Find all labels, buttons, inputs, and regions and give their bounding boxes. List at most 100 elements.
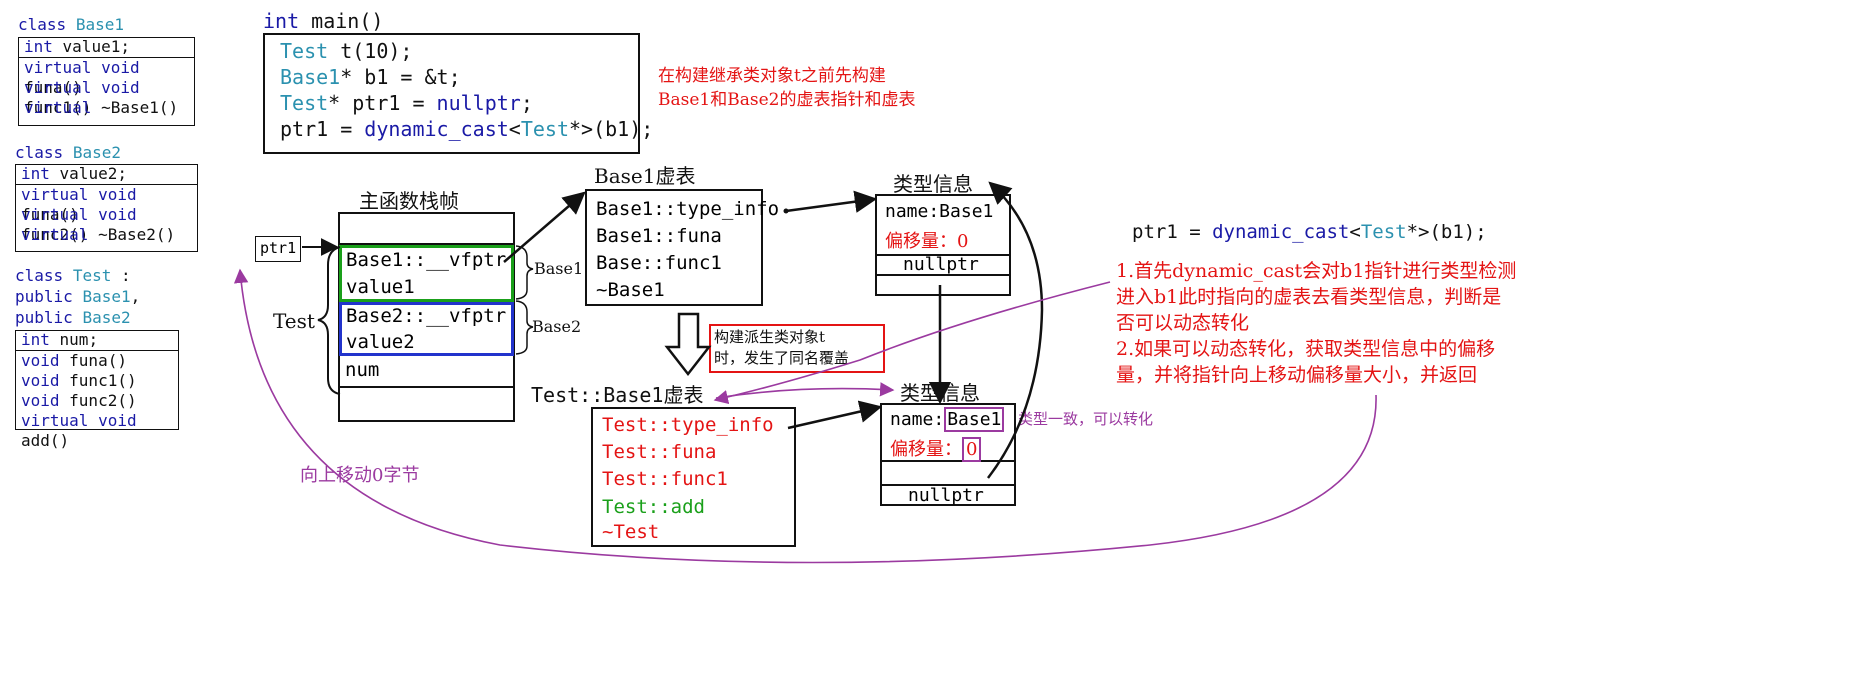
vtable-entry: ~Base1 <box>596 279 665 301</box>
typeinfo-purple-arrow <box>715 382 895 399</box>
main-signature: int main() <box>263 9 383 33</box>
code-type: Test <box>280 39 329 63</box>
member-text: value2; <box>49 164 127 183</box>
construction-note: 在构建继承类对象t之前先构建 Base1和Base2的虚表指针和虚表 <box>658 64 915 112</box>
num-cell: num <box>340 356 513 388</box>
stack-cell-text: Base2::__vfptr <box>346 305 507 327</box>
class-colon: : <box>111 266 131 285</box>
typeinfo-offset: 偏移量：0 <box>885 231 969 252</box>
explanation-line: 进入b1此时指向的虚表去看类型信息，判断是 <box>1116 286 1502 308</box>
typeinfo1-box: name:Base1 偏移量：0 nullptr <box>875 194 1011 296</box>
member-text: funa() <box>24 78 82 97</box>
member-keyword: virtual <box>21 225 89 244</box>
member-keyword: int <box>21 164 50 183</box>
note-line: Base1和Base2的虚表指针和虚表 <box>658 90 916 110</box>
class-name: Base1 <box>75 15 124 34</box>
code-text: ptr1 = <box>1132 221 1213 243</box>
inherit-keyword: public <box>15 308 73 327</box>
ptr1-box: ptr1 <box>255 236 301 262</box>
class-name: Base2 <box>72 143 121 162</box>
class-member: virtual ~Base1() <box>19 98 194 118</box>
derive-note-line: 时，发生了同名覆盖 <box>714 349 850 367</box>
class-member: void func2() <box>16 391 178 411</box>
typeinfo-name-prefix: name: <box>890 409 945 430</box>
typeinfo1-main: name:Base1 偏移量：0 <box>877 196 1009 256</box>
vtable-entry: Test::funa <box>602 441 717 463</box>
class-base1-header: class Base1 <box>18 15 124 34</box>
construct-hollow-arrow <box>664 312 712 377</box>
member-keyword: virtual void <box>24 78 140 97</box>
typeinfo-back-arrow <box>987 181 1044 479</box>
code-type: Test <box>1360 221 1407 243</box>
class-member: void funa() <box>16 351 178 371</box>
vtable-entry: Test::func1 <box>602 468 728 490</box>
code-keyword: nullptr <box>436 91 521 115</box>
vtable-entry: Test::add <box>602 496 705 518</box>
member-text: num; <box>49 330 99 349</box>
base1-brace-label: Base1 <box>534 259 584 278</box>
class-test-box: int num; void funa() void func1() void f… <box>15 330 179 450</box>
explanation-line: 否可以动态转化 <box>1116 312 1250 334</box>
base-name: Base2 <box>82 308 131 327</box>
code-type: Base1 <box>280 65 341 89</box>
match-note: 类型一致，可以转化 <box>1018 410 1154 428</box>
vtable-entry: ~Test <box>602 521 660 543</box>
typeinfo2-arrow <box>787 400 883 430</box>
main-code-box: Test t(10); Base1* b1 = &t; Test * ptr1 =… <box>263 33 653 154</box>
code-text: t(10); <box>328 39 413 63</box>
stack-frame: Base1::__vfptr value1 Base2::__vfptr val… <box>338 212 515 422</box>
typeinfo-nullptr: nullptr <box>903 254 979 275</box>
test-object-label: Test <box>273 309 315 333</box>
vtable-entry: Base1::type_info <box>596 198 780 220</box>
class-member: int value1; <box>19 38 194 58</box>
class-member: virtual void add() <box>16 411 178 451</box>
return-purple-arrow <box>233 268 1377 564</box>
base1-vtable-title: Base1虚表 <box>594 164 696 188</box>
typeinfo2-next: nullptr <box>882 485 1014 506</box>
dynamic-cast-code: ptr1 = dynamic_cast<Test*>(b1); <box>1132 221 1487 243</box>
member-text: add() <box>21 431 70 450</box>
move-note: 向上移动0字节 <box>300 465 420 486</box>
function-name: main() <box>299 9 384 33</box>
base2-subobject: Base2::__vfptr value2 <box>339 302 514 356</box>
vfptr-to-vtable-arrow <box>503 191 586 263</box>
test-vtable-title: Test::Base1虚表 <box>531 383 704 407</box>
code-angle: < <box>508 117 521 141</box>
member-text: funa() <box>59 351 127 370</box>
class-keyword: class <box>15 266 64 285</box>
stack-frame-title: 主函数栈帧 <box>359 189 459 213</box>
vtable-entry: Base1::funa <box>596 225 722 247</box>
code-text: *>(b1); <box>569 117 654 141</box>
member-keyword: virtual void <box>24 58 140 77</box>
member-keyword: int <box>24 37 53 56</box>
typeinfo-name: name:Base1 <box>885 201 994 222</box>
member-keyword: void <box>21 371 60 390</box>
member-text: func2() <box>59 391 137 410</box>
code-text: * b1 = &t; <box>340 65 461 89</box>
code-text: *>(b1); <box>1406 221 1487 243</box>
class-test-header: class Test : public Base1, public Base2 <box>15 265 140 328</box>
code-line: Test t(10); <box>280 38 412 64</box>
class-name: Test <box>72 266 112 285</box>
member-text: value1; <box>52 37 130 56</box>
class-member: virtual void func2() <box>16 205 197 245</box>
typeinfo-nullptr: nullptr <box>908 485 984 506</box>
member-keyword: int <box>21 330 50 349</box>
code-text: * ptr1 = <box>328 91 437 115</box>
explanation-line: 1.首先dynamic_cast会对b1指针进行类型检测 <box>1116 260 1517 282</box>
member-keyword: void <box>21 391 60 410</box>
explanation-line: 量，并将指针向上移动偏移量大小，并返回 <box>1116 364 1478 386</box>
class-member: int value2; <box>16 165 197 185</box>
class-base2-header: class Base2 <box>15 143 121 162</box>
typeinfo2-empty <box>882 462 1014 486</box>
derive-note-line: 构建派生类对象t <box>714 328 826 346</box>
vtable-entry: Base::func1 <box>596 252 722 274</box>
stack-cell-empty <box>340 214 513 245</box>
comma: , <box>130 287 141 306</box>
vtable-entry: Test::type_info <box>602 414 774 436</box>
typeinfo1-title: 类型信息 <box>893 172 973 196</box>
member-text: ~Base2() <box>88 225 176 244</box>
member-keyword: virtual void <box>21 185 137 204</box>
typeinfo1-arrow <box>785 190 878 213</box>
